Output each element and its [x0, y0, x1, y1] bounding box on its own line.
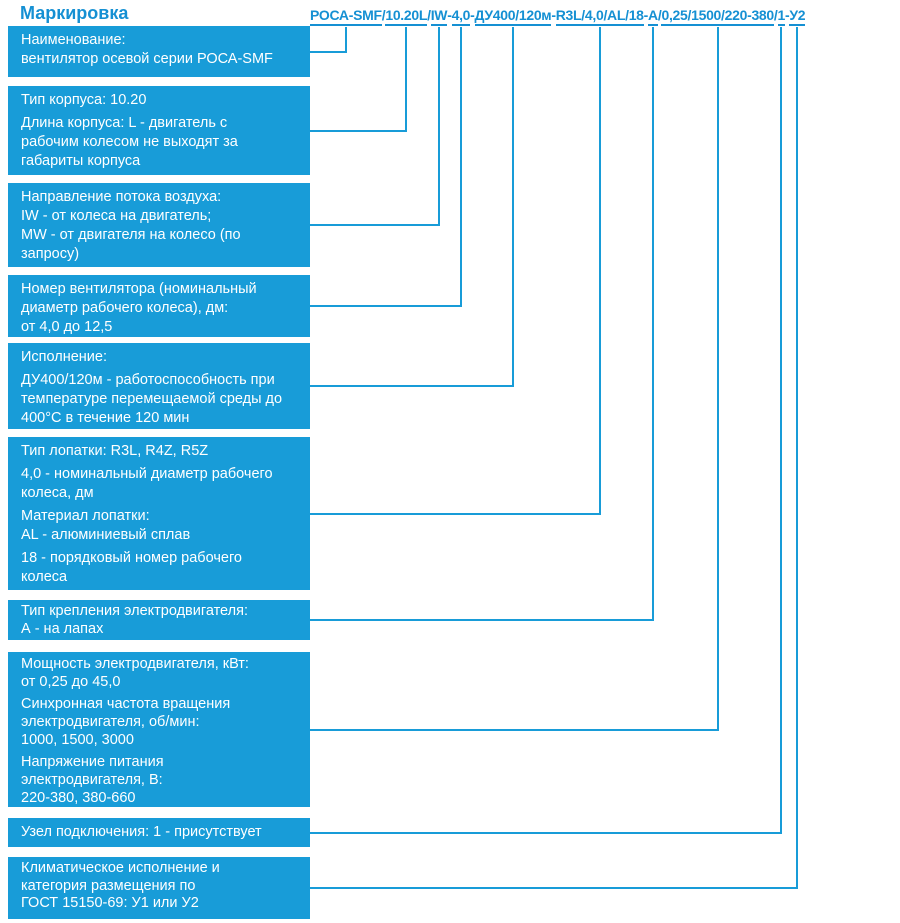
- connector-horizontal: [310, 51, 347, 53]
- marking-separator: -: [551, 7, 556, 23]
- box-text: Узел подключения: 1 - присутствует: [21, 824, 262, 840]
- connector-vertical: [717, 27, 719, 731]
- box-text: Материал лопатки: AL - алюминиевый сплав: [21, 508, 191, 543]
- connector-vertical: [405, 27, 407, 132]
- box-text: Направление потока воздуха: IW - от коле…: [21, 189, 241, 262]
- connector-vertical: [796, 27, 798, 889]
- box-motor-mounting: Тип крепления электродвигателя: А - на л…: [8, 600, 310, 640]
- box-text: ДУ400/120м - работоспособность при темпе…: [21, 372, 283, 426]
- marking-segment-9: У2: [789, 7, 806, 26]
- box-connection-unit: Узел подключения: 1 - присутствует: [8, 818, 310, 847]
- box-blade-type: Тип лопатки: R3L, R4Z, R5Z 4,0 - номинал…: [8, 437, 310, 590]
- connector-vertical: [599, 27, 601, 515]
- box-text: Климатическое исполнение и категория раз…: [21, 860, 220, 911]
- box-airflow-direction: Направление потока воздуха: IW - от коле…: [8, 183, 310, 267]
- connector-horizontal: [310, 619, 654, 621]
- connector-vertical: [652, 27, 654, 621]
- box-text: Исполнение:: [21, 349, 108, 365]
- marking-separator: -: [643, 7, 649, 23]
- connector-horizontal: [310, 887, 798, 889]
- marking-segment-8: 1: [777, 7, 785, 26]
- marking-separator: /: [381, 7, 386, 23]
- connector-horizontal: [310, 513, 601, 515]
- box-text: 4,0 - номинальный диаметр рабочего колес…: [21, 466, 273, 501]
- marking-separator: /: [427, 7, 431, 23]
- connector-horizontal: [310, 224, 440, 226]
- box-design-version: Исполнение: ДУ400/120м - работоспособнос…: [8, 343, 310, 429]
- connector-vertical: [780, 27, 782, 834]
- marking-segment-4: ДУ400/120м: [474, 7, 552, 26]
- box-text: Мощность электродвигателя, кВт: от 0,25 …: [21, 656, 249, 690]
- page-title: Маркировка: [20, 3, 129, 23]
- connector-horizontal: [310, 729, 719, 731]
- marking-segment-5: R3L/4,0/AL/18: [555, 7, 644, 26]
- connector-vertical: [438, 27, 440, 226]
- box-text: Номер вентилятора (номинальный диаметр р…: [21, 281, 257, 335]
- marking-separator: /: [773, 7, 778, 23]
- box-text: Наименование: вентилятор осевой серии РО…: [21, 32, 273, 67]
- marking-segment-1: 10.20L: [385, 7, 427, 26]
- marking-segment-2: IW: [430, 7, 448, 26]
- box-text: Тип крепления электродвигателя: А - на л…: [21, 603, 248, 637]
- box-text: Синхронная частота вращения электродвига…: [21, 696, 231, 748]
- connector-vertical: [460, 27, 462, 307]
- marking-separator: -: [447, 7, 452, 23]
- connector-horizontal: [310, 305, 462, 307]
- box-text: Напряжение питания электродвигателя, В: …: [21, 754, 164, 806]
- marking-segment-7: 0,25/1500/220-380: [661, 7, 774, 26]
- connector-vertical: [345, 27, 347, 53]
- marking-segment-3: 4,0: [451, 7, 470, 26]
- box-text: 18 - порядковый номер рабочего колеса: [21, 550, 242, 585]
- connector-horizontal: [310, 130, 407, 132]
- box-name: Наименование: вентилятор осевой серии РО…: [8, 26, 310, 77]
- box-text: Тип корпуса: 10.20: [21, 92, 147, 108]
- box-text: Тип лопатки: R3L, R4Z, R5Z: [21, 443, 209, 459]
- marking-code: РОСА-SMF/10.20L/IW-4,0-ДУ400/120м-R3L/4,…: [310, 7, 806, 26]
- connector-horizontal: [310, 385, 514, 387]
- box-fan-number: Номер вентилятора (номинальный диаметр р…: [8, 275, 310, 337]
- marking-segment-6: А: [648, 7, 658, 26]
- marking-separator: -: [470, 7, 475, 23]
- connector-vertical: [512, 27, 514, 387]
- marking-segment-0: РОСА-SMF: [310, 7, 382, 26]
- box-climatic-version: Климатическое исполнение и категория раз…: [8, 857, 310, 919]
- box-text: Длина корпуса: L - двигатель с рабочим к…: [21, 115, 238, 169]
- connector-horizontal: [310, 832, 782, 834]
- box-housing-type: Тип корпуса: 10.20 Длина корпуса: L - дв…: [8, 86, 310, 175]
- marking-separator: /: [657, 7, 662, 23]
- marking-separator: -: [785, 7, 790, 23]
- box-motor-power: Мощность электродвигателя, кВт: от 0,25 …: [8, 652, 310, 807]
